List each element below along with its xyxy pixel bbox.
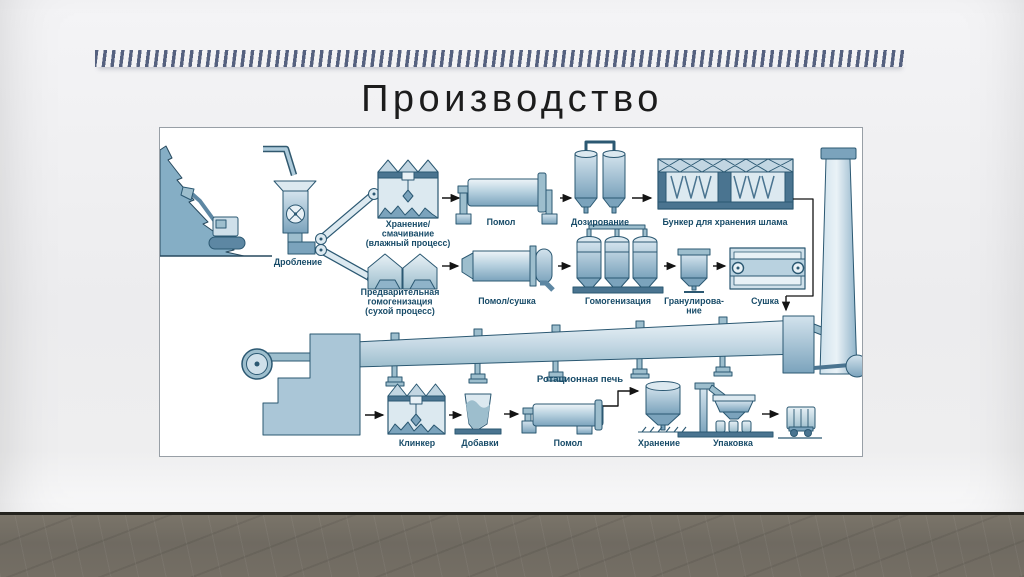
label-prehomog-2: гомогенизация xyxy=(368,297,433,307)
flow-arrow xyxy=(603,386,640,407)
label-clinker: Клинкер xyxy=(399,438,436,448)
label-storage-wet-3: (влажный процесс) xyxy=(366,238,451,248)
packing-unit xyxy=(677,382,774,438)
label-slurry-bunker: Бункер для хранения шлама xyxy=(662,217,787,227)
label-prehomog-3: (сухой процесс) xyxy=(365,306,435,316)
label-mill-dry: Помол/сушка xyxy=(478,296,536,306)
label-additives: Добавки xyxy=(461,438,498,448)
quarry-illustration xyxy=(159,145,298,257)
additives-unit xyxy=(454,393,502,435)
truck xyxy=(778,406,822,439)
slurry-bunker-unit xyxy=(657,158,794,210)
page-title: Производство xyxy=(361,78,663,120)
homogenization-unit xyxy=(572,224,664,294)
clinker-storage-unit xyxy=(387,383,446,435)
storage-silo-unit xyxy=(638,381,692,433)
excavator-icon xyxy=(180,186,246,250)
kiln-supports xyxy=(385,316,733,387)
drive-wheel xyxy=(241,348,273,380)
prehomogenization-unit xyxy=(367,253,438,290)
bunker-to-kiln-connector xyxy=(781,198,814,312)
feed-pipe xyxy=(263,145,298,176)
label-rotary-kiln: Ротационная печь xyxy=(537,374,623,385)
floor xyxy=(0,512,1024,577)
kiln-drive-rod xyxy=(813,363,851,370)
label-granulation-1: Гранулирова- xyxy=(664,296,724,306)
label-dosing: Дозирование xyxy=(571,217,629,227)
granulation-unit xyxy=(677,248,711,293)
label-storage-final: Хранение xyxy=(638,438,680,448)
label-packing: Упаковка xyxy=(713,438,753,448)
label-crushing: Дробление xyxy=(274,257,322,267)
drying-unit xyxy=(729,247,806,290)
mill-dry-unit xyxy=(461,245,555,292)
dosing-unit xyxy=(574,140,626,214)
conveyor-to-storage xyxy=(315,188,380,245)
label-granulation-2: ние xyxy=(686,306,702,316)
process-diagram-panel: Дробление Хранение/ смачивание (влажный … xyxy=(159,127,869,457)
chimney xyxy=(819,147,858,375)
diagram-labels: Дробление Хранение/ смачивание (влажный … xyxy=(274,217,788,448)
label-homogenization: Гомогенизация xyxy=(585,296,651,306)
mill-wet-unit xyxy=(455,172,558,225)
kiln-feed-tower xyxy=(782,315,815,374)
label-storage-wet-1: Хранение/ xyxy=(386,219,431,229)
label-storage-wet-2: смачивание xyxy=(382,229,434,239)
label-mill-final: Помол xyxy=(554,438,583,448)
label-drying: Сушка xyxy=(751,296,779,306)
crusher-unit xyxy=(273,180,317,255)
cement-process-diagram: Дробление Хранение/ смачивание (влажный … xyxy=(159,140,869,448)
label-mill-wet: Помол xyxy=(487,217,516,227)
decorative-stripe-bar xyxy=(95,50,905,67)
label-prehomog-1: Предварительная xyxy=(361,287,440,297)
clinker-cooler-building xyxy=(262,333,361,436)
storage-wetting-unit xyxy=(377,159,439,219)
mill-final-unit xyxy=(521,399,604,435)
rotary-kiln-unit xyxy=(241,147,869,436)
kiln-cylinder xyxy=(354,319,801,368)
